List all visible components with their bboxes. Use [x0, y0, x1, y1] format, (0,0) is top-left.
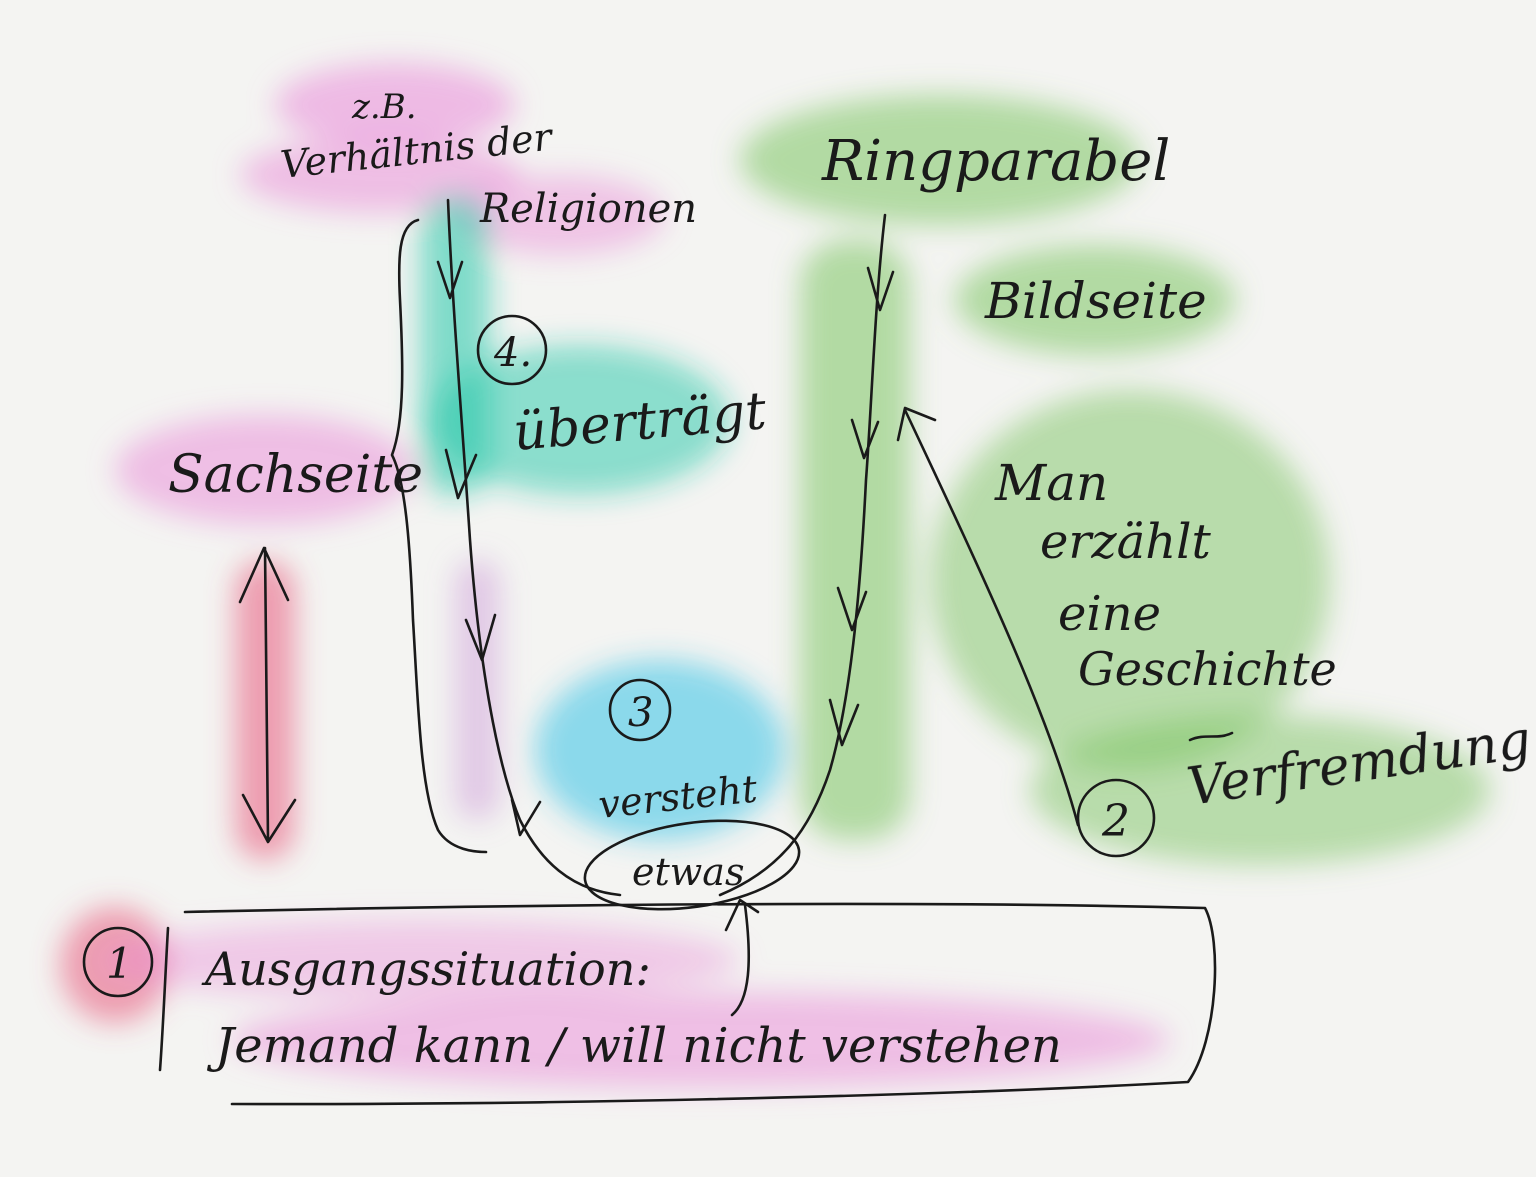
label-geschichte: Geschichte — [1078, 642, 1337, 696]
label-ringparabel: Ringparabel — [821, 129, 1170, 194]
label-religionen: Religionen — [479, 186, 697, 232]
label-erzaehlt: erzählt — [1040, 514, 1212, 570]
label-etwas: etwas — [632, 850, 744, 894]
step-number-4: 4. — [493, 330, 532, 376]
verfremdung-arrow — [896, 406, 1080, 827]
label-man: Man — [994, 454, 1108, 512]
step1-circle — [82, 926, 154, 998]
step2-circle — [1076, 778, 1156, 858]
highlight-sachseite-arrow — [235, 560, 295, 860]
ausgang-box — [183, 902, 1217, 1106]
label-zb: z.B. — [351, 87, 417, 127]
step4-circle — [476, 314, 548, 386]
step3-circle — [608, 678, 672, 742]
label-sachseite: Sachseite — [168, 445, 423, 505]
highlight-versteht — [535, 660, 785, 840]
step1-divider — [158, 926, 170, 1072]
right-arrowhead-4 — [828, 698, 860, 747]
left-arrowhead-3 — [464, 613, 497, 662]
label-ausgangssituation: Ausgangssituation: — [201, 942, 651, 996]
highlight-religionen — [455, 175, 665, 255]
verfremdung-tilde — [1188, 731, 1234, 742]
sachseite-brace — [390, 218, 488, 854]
right-arrowhead-2 — [850, 418, 880, 460]
highlight-verhaeltnis — [240, 137, 520, 213]
highlight-ausgang — [100, 920, 740, 1000]
step-number-3: 3 — [628, 690, 653, 736]
highlight-verfremdung — [1030, 715, 1490, 865]
left-arrowhead-1 — [436, 260, 464, 300]
right-arrowhead-3 — [836, 586, 868, 632]
label-bildseite: Bildseite — [984, 272, 1207, 330]
step-number-2: 2 — [1101, 796, 1130, 847]
highlight-purple-line — [455, 560, 500, 820]
highlight-sachseite — [115, 415, 415, 525]
highlight-bildseite — [955, 245, 1235, 355]
right-arrowhead-1 — [866, 266, 895, 312]
left-descending-line — [446, 198, 622, 897]
highlight-erzaehlt — [930, 390, 1330, 770]
highlight-ringparabel — [740, 95, 1140, 225]
left-arrowhead-4 — [510, 798, 542, 837]
label-eine: eine — [1058, 586, 1161, 642]
box-to-etwas-arrow — [724, 898, 760, 1017]
sachseite-double-arrow — [238, 546, 297, 844]
step-number-1: 1 — [106, 939, 133, 988]
ink-strokes — [82, 198, 1234, 1106]
etwas-ellipse — [583, 819, 801, 911]
highlight-zb — [275, 63, 515, 147]
watercolor-highlights — [60, 63, 1490, 1088]
label-jemand: Jemand kann / will nicht verstehen — [206, 1018, 1062, 1074]
highlight-jemand — [230, 992, 1170, 1088]
highlight-green-column — [800, 240, 910, 840]
left-arrowhead-2 — [444, 448, 478, 500]
